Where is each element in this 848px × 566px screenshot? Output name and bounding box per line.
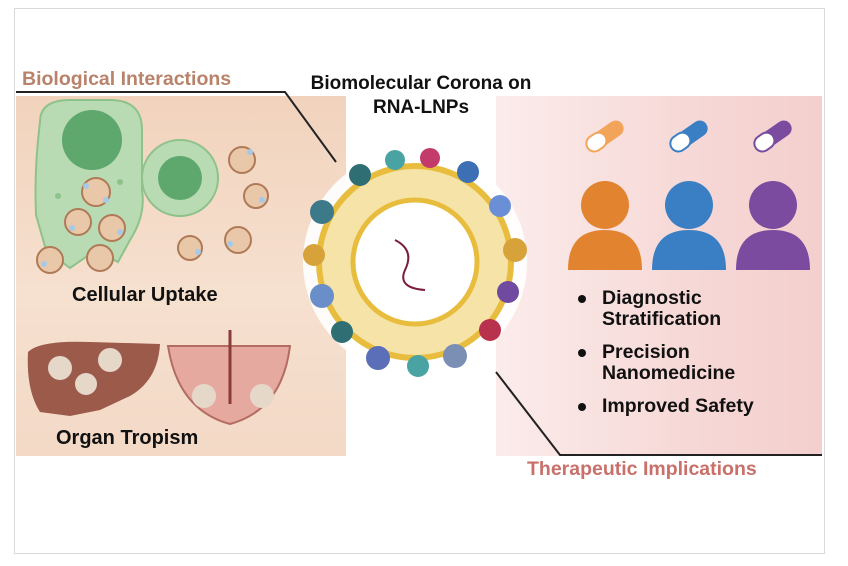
cellular-uptake-label: Cellular Uptake (72, 284, 218, 306)
person-purple-icon (736, 181, 810, 270)
biological-interactions-title: Biological Interactions (22, 68, 232, 90)
center-title: Biomolecular Corona on RNA-LNPs (310, 73, 532, 118)
capsule-blue-icon (669, 120, 708, 153)
kidney-icon (166, 330, 292, 426)
cell-small-icon (141, 139, 219, 217)
list-item: Diagnostic Stratification (574, 288, 814, 330)
bullet-text: Precision Nanomedicine (602, 341, 736, 384)
implications-list: Diagnostic Stratification Precision Nano… (574, 288, 814, 429)
organ-tropism-label: Organ Tropism (56, 427, 199, 449)
lnp-corona-icon (303, 150, 527, 374)
bullet-dot-icon (578, 295, 586, 303)
bullet-dot-icon (578, 349, 586, 357)
liver-icon (27, 341, 160, 416)
capsule-orange-icon (585, 120, 624, 153)
therapeutic-implications-title: Therapeutic Implications (527, 458, 757, 480)
bullet-text: Diagnostic Stratification (602, 287, 722, 330)
protein-dots-icon (41, 149, 265, 267)
therapeutic-implications-panel (496, 96, 822, 456)
list-item: Improved Safety (574, 396, 814, 417)
list-item: Precision Nanomedicine (574, 342, 814, 384)
capsule-purple-icon (753, 120, 792, 153)
person-orange-icon (568, 181, 642, 270)
person-blue-icon (652, 181, 726, 270)
bullet-dot-icon (578, 403, 586, 411)
corona-proteins-icon (303, 148, 527, 377)
bullet-text: Improved Safety (602, 395, 754, 417)
